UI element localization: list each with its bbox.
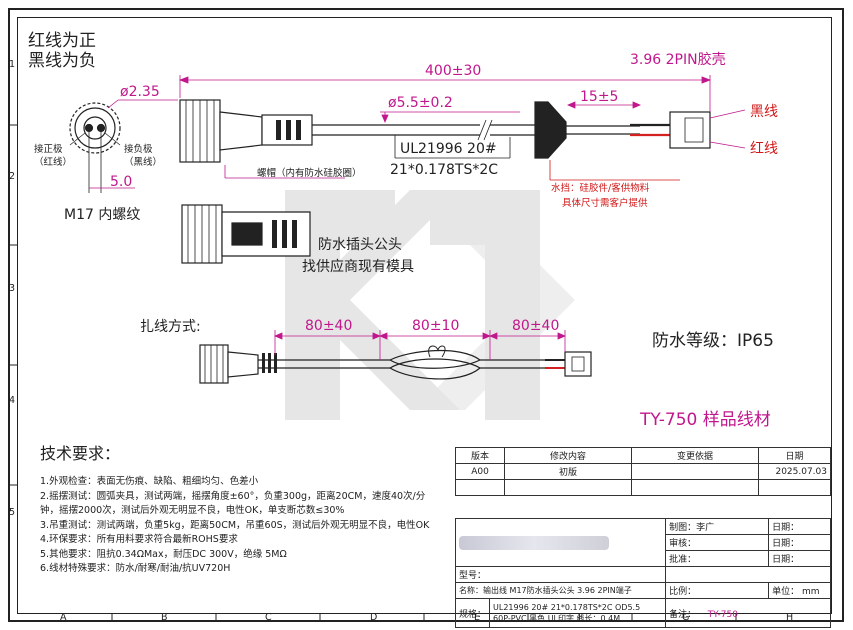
checked-by-cell: 审核： — [665, 534, 770, 551]
unit-cell: 单位： mm — [768, 582, 831, 599]
requirement-item: 1.外观检查：表面无伤痕、缺陷、粗细均匀、色差小 — [40, 476, 259, 487]
positive-pole-label: 接正极 — [34, 144, 63, 155]
grid-col-label: E — [474, 612, 481, 623]
grid-col-label: G — [682, 612, 690, 623]
spec-line-2: 60P-PVC 黑色 UL印字 线长：0.4M — [493, 614, 621, 623]
requirement-item: 2.摇摆测试：圆弧夹具，测试两端，摇摆角度±60°，负重300g，距离20CM，… — [40, 490, 426, 517]
rev-basis — [631, 463, 759, 480]
grid-col-label: D — [370, 612, 378, 623]
water-stop-line-1: 水挡：硅胶件/客供物料 — [551, 183, 650, 194]
spec-label-cell: 规格： — [454, 598, 491, 628]
cap-note-label: 螺帽（内有防水硅胶圈） — [257, 168, 362, 179]
spec-cell: UL21996 20# 21*0.178TS*2C OD5.5 60P-PVC … — [489, 598, 667, 628]
plug-note-line-2: 找供应商现有模具 — [302, 259, 414, 275]
requirements-list: 1.外观检查：表面无伤痕、缺陷、粗细均匀、色差小 2.摇摆测试：圆弧夹具，测试两… — [40, 475, 435, 577]
ip-rating-label: 防水等级：IP65 — [652, 331, 774, 351]
drawing-outer-frame — [8, 8, 844, 622]
remark-value: TY-750 — [707, 609, 738, 620]
bundle-c-label: 80±40 — [512, 318, 560, 334]
requirement-item: 4.环保要求：所有用料要求符合最新ROHS要求 — [40, 534, 238, 545]
revision-table: 版本 修改内容 变更依据 日期 A00 初版 2025.07.03 — [455, 447, 831, 496]
drawn-date-cell: 日期： — [768, 518, 831, 535]
grid-row-label: 2 — [9, 171, 16, 182]
product-name-cell: 名称：输出线 M17防水插头公头 3.96 2PIN端子 — [454, 582, 667, 599]
rev-change: 初版 — [504, 463, 632, 480]
connector-end-view — [69, 99, 178, 193]
rev-header-date: 日期 — [758, 447, 831, 464]
grid-col-label: B — [161, 612, 168, 623]
bundle-b-label: 80±10 — [412, 318, 460, 334]
tie-method-view — [199, 344, 592, 384]
grid-row-label: 5 — [9, 507, 16, 518]
negative-pole-label: 接负极 — [124, 144, 153, 155]
connector-side-view — [179, 99, 746, 163]
requirement-item: 3.吊重测试：测试两端，负重5kg，距离50CM，吊重60S，测试后外观无明显不… — [40, 519, 430, 531]
scale-cell: 比例： — [665, 582, 770, 599]
remark-cell: 备注： TY-750 — [665, 598, 831, 628]
unit-label: 单位： — [772, 587, 800, 597]
remark-label: 备注： — [669, 609, 697, 620]
grid-row-label: 3 — [9, 283, 16, 294]
housing-label: 3.96 2PIN胶壳 — [630, 52, 726, 68]
rev-header-basis: 变更依据 — [631, 447, 759, 464]
plug-body-view — [181, 204, 311, 264]
requirement-item: 5.其他要求：阻抗0.34ΩMax，耐压DC 300V，绝缘 5MΩ — [40, 548, 287, 560]
tie-method-label: 扎线方式: — [140, 319, 201, 335]
grid-col-label: A — [60, 612, 67, 623]
positive-pole-sub-label: （红线） — [34, 157, 73, 168]
unit-value: mm — [802, 587, 820, 597]
requirements-title: 技术要求： — [40, 444, 121, 463]
cable-diameter-label: ø5.5±0.2 — [388, 95, 453, 111]
total-length-label: 400±30 — [425, 63, 482, 79]
polarity-line-1: 红线为正 — [28, 31, 96, 51]
grid-col-label: F — [578, 612, 584, 623]
watermark-logo — [285, 190, 575, 420]
rev-header-version: 版本 — [455, 447, 505, 464]
outer-diameter-label: ø2.35 — [120, 84, 160, 100]
thread-label: M17 内螺纹 — [64, 207, 141, 223]
sample-title: TY-750 样品线材 — [640, 410, 771, 430]
title-block: 制图：李广 日期： 审核： 日期： 批准： 日期： 型号： 名称：输出线 M17… — [454, 518, 831, 628]
spec-line-1: UL21996 20# 21*0.178TS*2C OD5.5 — [493, 603, 641, 612]
plug-note-line-1: 防水插头公头 — [318, 237, 402, 253]
strip-length-label: 15±5 — [580, 89, 619, 105]
grid-row-label: 4 — [9, 395, 16, 406]
drawn-by-cell: 制图：李广 — [665, 518, 770, 535]
polarity-line-2: 黑线为负 — [28, 51, 96, 71]
bundle-a-label: 80±40 — [305, 318, 353, 334]
grid-col-label: C — [265, 612, 272, 623]
cable-spec-line-2: 21*0.178TS*2C — [390, 162, 499, 178]
requirement-item: 6.线材特殊要求：防水/耐寒/耐油/抗UV720H — [40, 563, 231, 574]
checked-date-cell: 日期： — [768, 534, 831, 551]
dimension-lines-top — [178, 75, 712, 181]
drawing-inner-frame — [17, 17, 832, 614]
grid-row-label: 1 — [9, 59, 16, 70]
grid-col-label: H — [786, 612, 794, 623]
cable-spec-line-1: UL21996 20# — [400, 141, 497, 157]
black-wire-label: 黑线 — [750, 104, 778, 120]
pin-pitch-label: 5.0 — [110, 174, 133, 190]
approved-date-cell: 日期： — [768, 550, 831, 567]
model-cell: 型号： — [454, 566, 667, 583]
approved-by-cell: 批准： — [665, 550, 770, 567]
water-stop-line-2: 具体尺寸需客户提供 — [562, 198, 648, 209]
dimension-lines-bottom — [273, 330, 567, 360]
red-wire-label: 红线 — [750, 141, 778, 157]
rev-version: A00 — [455, 463, 505, 480]
rev-header-change: 修改内容 — [504, 447, 632, 464]
rev-date: 2025.07.03 — [758, 463, 831, 480]
blurred-company-logo — [459, 535, 609, 550]
company-logo-area — [454, 518, 667, 567]
negative-pole-sub-label: （黑线） — [124, 157, 163, 168]
